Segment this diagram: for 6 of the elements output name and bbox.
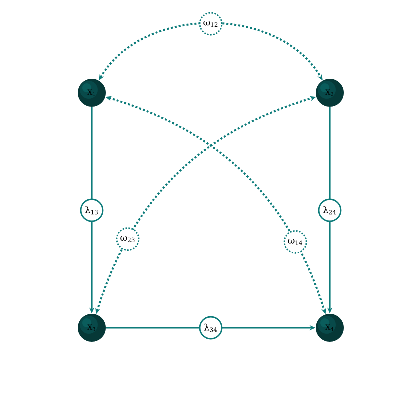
edge-label: ω$_{23}$ xyxy=(116,228,140,252)
edge-label: ω$_{12}$ xyxy=(199,12,223,36)
edge-label: ω$_{14}$ xyxy=(284,230,308,254)
edge-label: λ$_{34}$ xyxy=(199,316,223,340)
edge-label: λ$_{13}$ xyxy=(80,198,104,222)
edge-label: λ$_{24}$ xyxy=(318,198,342,222)
